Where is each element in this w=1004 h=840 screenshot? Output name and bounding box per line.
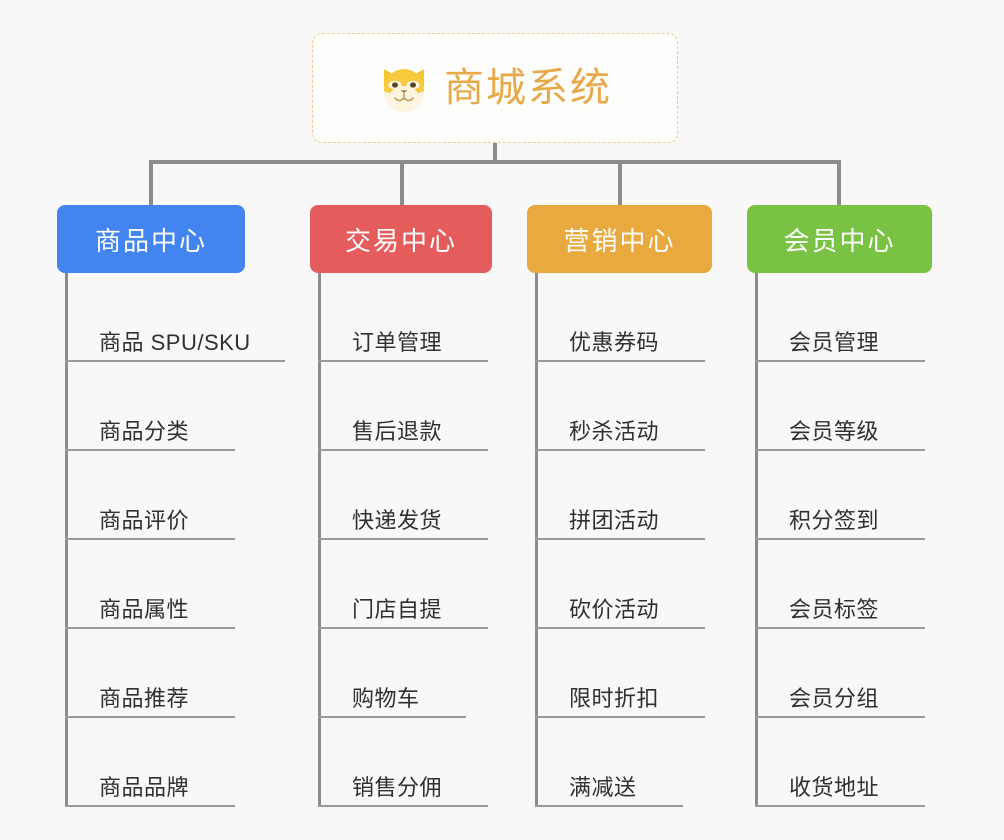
drop-line-3 (618, 160, 622, 206)
dog-face-icon (378, 63, 430, 113)
leaf-item[interactable]: 会员等级 (755, 362, 925, 451)
leaf-label: 会员管理 (789, 329, 880, 355)
leaf-label: 限时折扣 (569, 685, 660, 711)
leaf-label: 满减送 (569, 774, 637, 800)
leaf-label: 快递发货 (352, 507, 443, 533)
leaf-item[interactable]: 会员标签 (755, 540, 925, 629)
leaf-label: 积分签到 (789, 507, 880, 533)
leaf-label: 会员等级 (789, 418, 880, 444)
leaf-item[interactable]: 拼团活动 (535, 451, 705, 540)
category-label: 会员中心 (783, 225, 896, 256)
leaf-item[interactable]: 门店自提 (318, 540, 488, 629)
leaf-label: 商品评价 (99, 507, 190, 533)
leaf-item[interactable]: 商品 SPU/SKU (65, 273, 285, 362)
leaf-label: 会员分组 (789, 685, 880, 711)
leaf-item[interactable]: 销售分佣 (318, 718, 488, 807)
leaf-item[interactable]: 限时折扣 (535, 629, 705, 718)
leaf-item[interactable]: 会员管理 (755, 273, 925, 362)
leaf-label: 商品推荐 (99, 685, 190, 711)
leaf-label: 商品属性 (99, 596, 190, 622)
category-label: 交易中心 (344, 225, 457, 256)
leaf-item[interactable]: 订单管理 (318, 273, 488, 362)
leaf-label: 会员标签 (789, 596, 880, 622)
root-node[interactable]: 商城系统 (312, 33, 678, 143)
category-header-3[interactable]: 营销中心 (527, 205, 712, 273)
drop-line-2 (400, 160, 404, 206)
leaf-label: 优惠券码 (569, 329, 660, 355)
leaf-item[interactable]: 购物车 (318, 629, 466, 718)
leaf-label: 销售分佣 (352, 774, 443, 800)
leaf-item[interactable]: 商品评价 (65, 451, 235, 540)
drop-line-4 (837, 160, 841, 206)
leaf-item[interactable]: 积分签到 (755, 451, 925, 540)
leaf-item[interactable]: 商品分类 (65, 362, 235, 451)
leaf-item[interactable]: 收货地址 (755, 718, 925, 807)
leaf-item[interactable]: 售后退款 (318, 362, 488, 451)
leaf-item[interactable]: 商品品牌 (65, 718, 235, 807)
leaf-item[interactable]: 优惠券码 (535, 273, 705, 362)
leaf-label: 商品 SPU/SKU (99, 329, 251, 355)
category-header-2[interactable]: 交易中心 (310, 205, 492, 273)
leaf-item[interactable]: 快递发货 (318, 451, 488, 540)
leaf-item[interactable]: 秒杀活动 (535, 362, 705, 451)
category-label: 商品中心 (94, 225, 207, 256)
leaf-label: 收货地址 (789, 774, 880, 800)
drop-line-1 (149, 160, 153, 206)
leaf-item[interactable]: 商品推荐 (65, 629, 235, 718)
leaf-label: 商品品牌 (99, 774, 190, 800)
leaf-label: 购物车 (352, 685, 420, 711)
leaf-label: 商品分类 (99, 418, 190, 444)
trunk-line (493, 143, 497, 163)
leaf-label: 砍价活动 (569, 596, 660, 622)
root-title: 商城系统 (444, 66, 612, 110)
bus-line (149, 160, 840, 164)
column-spine-4 (755, 273, 758, 807)
column-spine-2 (318, 273, 321, 807)
leaf-label: 拼团活动 (569, 507, 660, 533)
leaf-label: 秒杀活动 (569, 418, 660, 444)
leaf-label: 售后退款 (352, 418, 443, 444)
leaf-item[interactable]: 会员分组 (755, 629, 925, 718)
column-spine-1 (65, 273, 68, 807)
leaf-item[interactable]: 满减送 (535, 718, 683, 807)
category-label: 营销中心 (563, 225, 676, 256)
leaf-item[interactable]: 砍价活动 (535, 540, 705, 629)
column-spine-3 (535, 273, 538, 807)
leaf-label: 门店自提 (352, 596, 443, 622)
category-header-1[interactable]: 商品中心 (57, 205, 245, 273)
leaf-label: 订单管理 (352, 329, 443, 355)
category-header-4[interactable]: 会员中心 (747, 205, 932, 273)
leaf-item[interactable]: 商品属性 (65, 540, 235, 629)
